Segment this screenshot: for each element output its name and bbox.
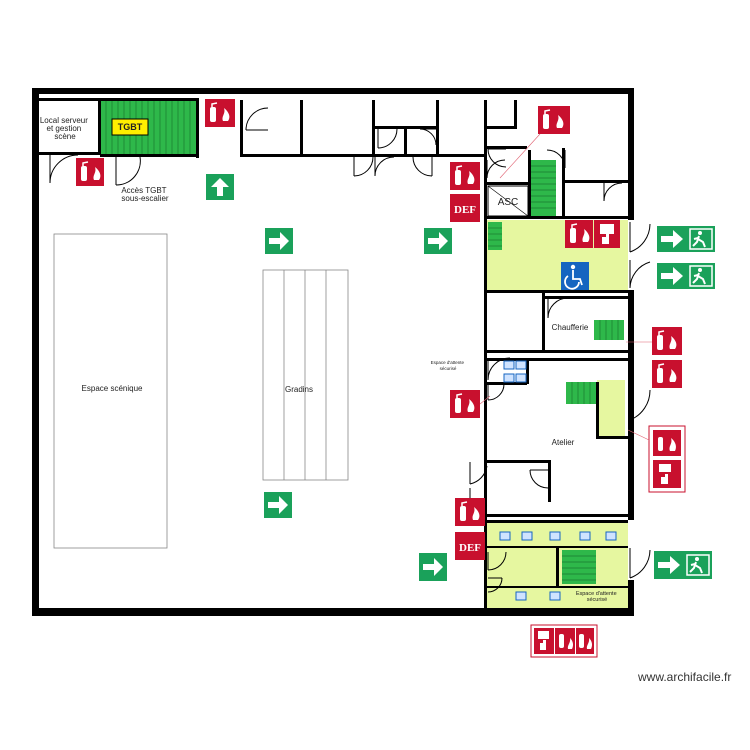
door-exit-1a: [629, 222, 651, 253]
wheelchair-spot: [549, 591, 561, 601]
fire-extinguisher-icon: [538, 106, 570, 134]
outer-wall-right-lower: [628, 580, 634, 616]
room-labels: Local serveur et gestion scène TGBT Accè…: [40, 116, 618, 603]
direction-arrows: [206, 174, 452, 581]
fire-extinguisher-icon: [653, 430, 681, 456]
doors: [49, 107, 651, 593]
wheelchair-spot: [515, 360, 527, 370]
label-atelier: Atelier: [552, 438, 575, 447]
stair-hall: [488, 222, 502, 250]
wheelchair-spot: [579, 531, 591, 541]
wall-hall-top: [487, 216, 628, 219]
fire-extinguisher-icon: [652, 327, 682, 355]
wall-corridor-left: [484, 100, 487, 614]
wall-hall-bottom: [487, 290, 628, 293]
door-room1: [245, 107, 269, 131]
door-atelier-exit: [629, 388, 651, 421]
alarm-button-icon: [594, 220, 620, 248]
door-exit-2: [629, 548, 651, 579]
emergency-exit-icon: [657, 226, 715, 252]
door-room3: [412, 156, 433, 177]
wall-server-right: [98, 100, 101, 155]
outer-wall-top: [32, 88, 634, 94]
accessibility-icon: [561, 262, 589, 290]
bleachers: [262, 269, 349, 481]
wheelchair-spots: [499, 360, 617, 601]
arrow-right-icon: [424, 228, 452, 254]
wall-r1-left: [240, 100, 243, 156]
arrow-up-icon: [206, 174, 234, 200]
wall-tgbt-right: [196, 98, 199, 158]
stair-asc: [530, 160, 556, 216]
label-local-serveur: Local serveur et gestion scène: [40, 116, 90, 141]
door-server: [49, 154, 79, 184]
wheelchair-spot: [515, 591, 527, 601]
wheelchair-spot: [521, 531, 533, 541]
door-exit-1b: [629, 260, 651, 289]
defibrillator-icon: DEF: [450, 194, 480, 222]
arrow-right-icon: [265, 228, 293, 254]
wheelchair-spot: [549, 531, 561, 541]
wheelchair-spot: [503, 360, 515, 370]
fire-extinguisher-icon: [76, 158, 104, 186]
stage-area: [53, 233, 168, 549]
wheelchair-spot: [499, 531, 511, 541]
outer-wall-bottom: [32, 608, 634, 616]
door-tgbt: [115, 156, 141, 186]
wall-tgbt-bottom: [100, 154, 199, 157]
stair-waiting: [562, 550, 596, 584]
label-chaufferie: Chaufferie: [552, 323, 589, 332]
stair-chaufferie: [594, 320, 624, 340]
fire-extinguisher-icon: [455, 498, 485, 526]
fire-extinguisher-icon: [652, 360, 682, 388]
fire-extinguisher-icon: [565, 220, 593, 248]
fire-extinguisher-icon: [576, 628, 594, 654]
wheelchair-spot: [605, 531, 617, 541]
alarm-call-point-signs: [530, 220, 686, 658]
arrow-right-icon: [264, 492, 292, 518]
signage-lines: [479, 133, 652, 441]
outer-wall-left: [32, 88, 39, 616]
svg-text:DEF: DEF: [454, 204, 476, 216]
label-gradins: Gradins: [285, 385, 313, 394]
stair-tgbt: [100, 100, 196, 154]
wall-tgbt-top: [39, 98, 199, 101]
label-espace-scenique: Espace scénique: [82, 384, 143, 393]
atelier-stair-zone: [597, 380, 625, 436]
door-room2b: [374, 156, 395, 177]
watermark: www.archifacile.fr: [638, 670, 732, 684]
emergency-exit-signs: [654, 226, 715, 579]
svg-text:DEF: DEF: [459, 542, 481, 554]
fire-extinguisher-icon: [205, 99, 235, 127]
label-espace-attente-2: Espace d'attente sécurisé: [576, 591, 618, 603]
walls: [32, 88, 634, 616]
door-room2a: [353, 156, 374, 177]
wall-rooms-bottom: [240, 154, 486, 157]
stair-atelier: [566, 382, 596, 404]
alarm-panel: [530, 624, 598, 658]
wheelchair-spot: [503, 373, 515, 383]
fire-extinguisher-icon: [450, 390, 480, 418]
label-tgbt: TGBT: [118, 122, 143, 132]
label-espace-attente-1: Espace d'attente sécurisé: [431, 360, 466, 371]
wheelchair-spot: [515, 373, 527, 383]
wall-server-bottom: [39, 152, 101, 155]
fire-extinguisher-icon: [450, 162, 480, 190]
emergency-exit-icon: [657, 263, 715, 289]
alarm-panel: [648, 425, 686, 493]
label-asc: ASC: [498, 197, 519, 208]
arrow-right-icon: [419, 553, 447, 581]
stairs: [100, 100, 624, 584]
outer-wall-right-mid: [628, 290, 634, 520]
fire-extinguisher-signs: [76, 99, 682, 526]
outer-wall-right-upper: [628, 94, 634, 220]
emergency-exit-icon: [654, 551, 712, 579]
defibrillator-signs: DEF DEF: [450, 194, 485, 560]
defibrillator-icon: DEF: [455, 532, 485, 560]
label-acces-tgbt: Accès TGBT sous-escalier: [121, 186, 169, 203]
tgbt-panel: [111, 118, 149, 136]
